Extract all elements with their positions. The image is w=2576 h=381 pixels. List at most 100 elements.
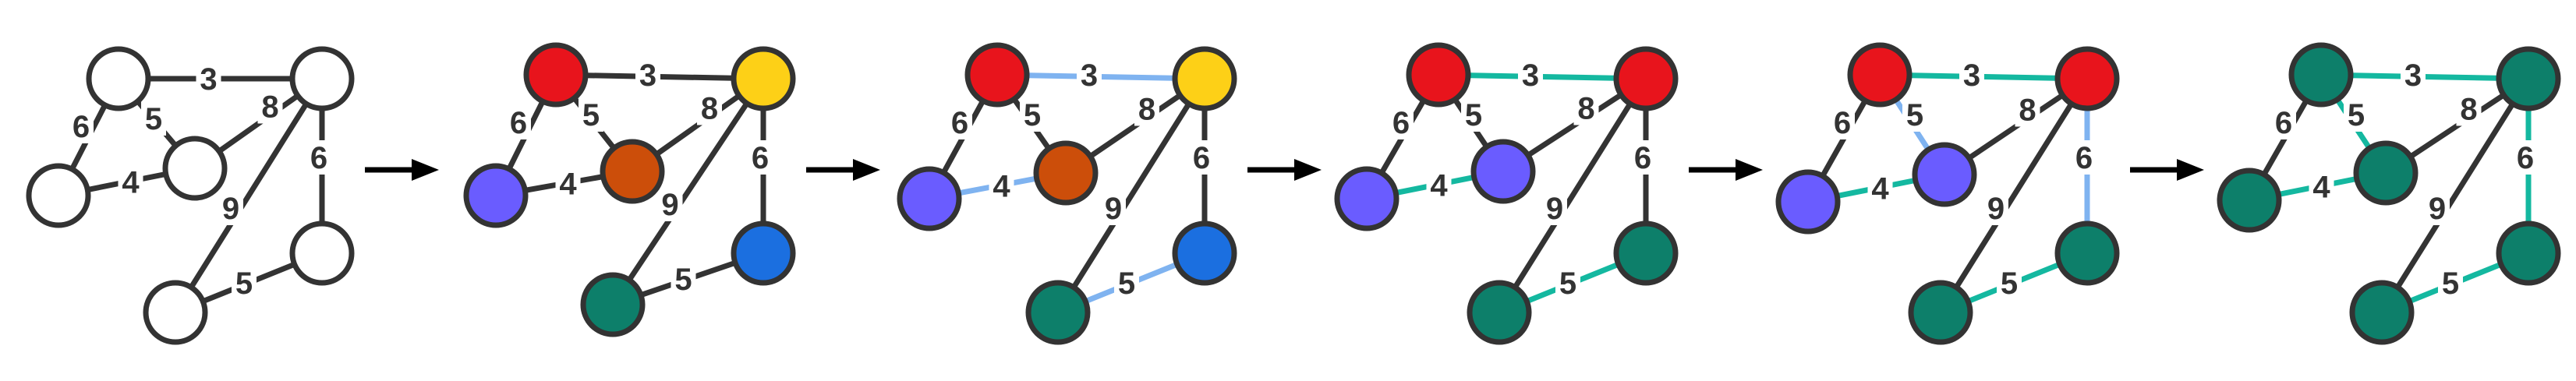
edge-label-bg (306, 140, 331, 175)
nodes-layer (463, 42, 796, 337)
node-n5 (289, 220, 355, 286)
edge-weight-label: 6 (2075, 141, 2093, 175)
edge-label-bg (1114, 266, 1139, 300)
node-n7 (143, 280, 208, 345)
edge-label-bg (2438, 266, 2463, 300)
edge-label-bg (657, 187, 683, 221)
edge-weight-label: 4 (559, 168, 577, 202)
edge-weight-label: 5 (1024, 98, 1041, 132)
edge-label-bg (2425, 191, 2450, 225)
edge-weight-label: 3 (1522, 58, 1539, 93)
edge-weight-label: 3 (639, 58, 656, 93)
nodes-layer (1775, 42, 2120, 345)
node-n1 (86, 46, 151, 111)
edge-weight-label: 9 (2429, 192, 2446, 226)
edge-weight-label: 5 (1906, 98, 1923, 132)
node-n2 (289, 46, 355, 111)
edge-label-bg (1426, 168, 1452, 203)
node-n2 (1613, 46, 1679, 111)
edge-label-bg (1555, 266, 1580, 300)
edge-weight-label: 9 (1987, 192, 2005, 226)
edge-weight-label: 5 (582, 98, 600, 132)
arrow-head (1736, 159, 1763, 181)
edge-label-bg (1461, 97, 1486, 132)
edge-weight-label: 8 (2460, 93, 2477, 127)
edge-label-bg (2309, 169, 2334, 204)
node-n3 (1033, 140, 1099, 206)
arrow-right-icon (365, 159, 439, 181)
node-n1 (2288, 42, 2354, 108)
edge-label-bg (748, 140, 773, 175)
edge-weight-label: 8 (701, 92, 718, 126)
edge-weight-label: 4 (993, 170, 1010, 204)
edge-weight-label: 6 (1193, 141, 1210, 175)
arrow-head (2177, 159, 2204, 181)
node-n5 (1613, 220, 1679, 286)
edge-label-bg (141, 101, 166, 136)
edge-label-bg (257, 89, 283, 124)
edge-label-bg (69, 109, 94, 143)
node-n5 (2054, 220, 2120, 286)
edge-weight-label: 4 (1430, 169, 1448, 203)
edge-label-bg (506, 105, 531, 139)
edge-label-bg (1959, 58, 1984, 92)
edge-weight-label: 8 (261, 90, 278, 125)
edge-label-bg (1101, 191, 1126, 225)
edge-e27 (1496, 76, 1649, 316)
edge-e27 (610, 76, 766, 308)
node-n2 (2496, 46, 2561, 111)
node-n7 (1025, 280, 1091, 345)
arrow-right-icon (1689, 159, 1763, 181)
edge-label-bg (989, 168, 1014, 203)
edge-label-bg (2401, 58, 2426, 92)
edge-label-bg (118, 164, 143, 199)
node-n3 (1470, 139, 1536, 204)
edge-label-bg (196, 62, 221, 96)
edge-label-bg (555, 166, 581, 201)
nodes-layer (26, 46, 355, 345)
edge-weight-label: 4 (122, 166, 140, 200)
node-n7 (1467, 280, 1532, 345)
edge-weight-label: 8 (2019, 93, 2036, 128)
edge-label-bg (2456, 91, 2482, 126)
edge-weight-label: 8 (1577, 92, 1594, 126)
edge-e27 (2379, 76, 2532, 316)
edge-weight-label: 6 (510, 106, 527, 140)
edge-label-bg (1134, 91, 1159, 126)
edge-weight-label: 4 (1871, 172, 1889, 206)
node-n3 (1912, 142, 1977, 207)
edge-weight-label: 3 (2404, 58, 2422, 93)
arrow-right-icon (2130, 159, 2204, 181)
edge-label-bg (1902, 97, 1927, 132)
nodes-layer (1334, 42, 1679, 345)
node-n2 (731, 46, 796, 111)
node-n4 (897, 166, 962, 231)
node-n4 (1775, 169, 1841, 235)
edge-label-bg (2513, 140, 2538, 175)
edge-label-bg (671, 262, 696, 296)
nodes-layer (897, 42, 1237, 345)
edge-label-bg (1867, 171, 1893, 206)
node-n4 (1334, 166, 1399, 231)
edge-label-bg (1389, 105, 1414, 139)
edge-weight-label: 9 (661, 188, 678, 222)
node-n2 (1172, 46, 1237, 111)
edge-label-bg (1020, 97, 1045, 132)
node-n5 (1172, 220, 1237, 286)
edge-label-bg (1189, 140, 1214, 175)
edge-weight-label: 4 (2312, 171, 2330, 205)
node-n1 (1406, 42, 1471, 108)
edge-weight-label: 5 (2001, 266, 2018, 301)
edge-weight-label: 6 (1834, 106, 1851, 140)
edge-weight-label: 5 (235, 266, 253, 301)
node-n1 (964, 42, 1030, 108)
